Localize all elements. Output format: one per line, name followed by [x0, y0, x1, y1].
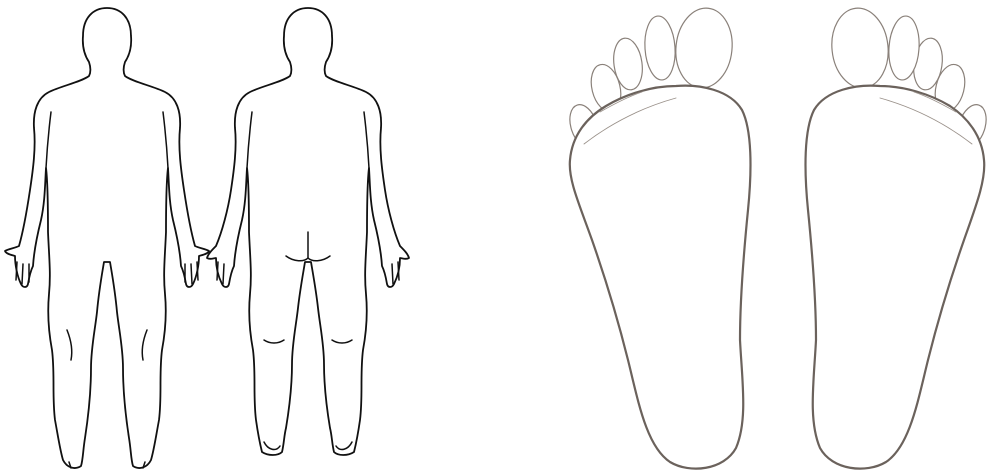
back-body-outline — [207, 8, 409, 455]
front-body-outline — [5, 8, 209, 468]
left-toe-2 — [643, 15, 677, 81]
left-toe-1 — [672, 5, 736, 90]
right-toe-1 — [828, 5, 892, 90]
left-sole-outline — [565, 5, 751, 468]
right-sole-outline — [806, 5, 989, 468]
